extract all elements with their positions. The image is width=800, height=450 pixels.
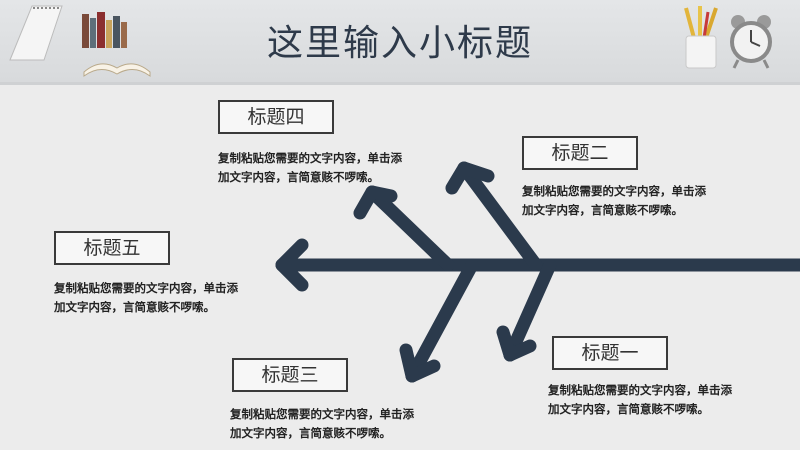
pencil-cup-icon — [684, 6, 718, 69]
description-line: 复制粘贴您需要的文字内容，单击添 — [548, 383, 732, 397]
description-topic-2: 复制粘贴您需要的文字内容，单击添 加文字内容，言简意赅不啰嗦。 — [522, 182, 706, 220]
heading-topic-1: 标题一 — [552, 336, 668, 370]
header-divider — [0, 82, 800, 85]
description-topic-4: 复制粘贴您需要的文字内容，单击添 加文字内容，言简意赅不啰嗦。 — [218, 149, 402, 187]
books-icon — [82, 12, 127, 48]
description-line: 复制粘贴您需要的文字内容，单击添 — [54, 281, 238, 295]
calendar-icon — [9, 5, 63, 61]
description-topic-1: 复制粘贴您需要的文字内容，单击添 加文字内容，言简意赅不啰嗦。 — [548, 381, 732, 419]
description-line: 复制粘贴您需要的文字内容，单击添 — [218, 151, 402, 165]
page-title: 这里输入小标题 — [266, 23, 533, 64]
branch-arrow-topic-2 — [457, 161, 543, 272]
branch-arrowhead-topic-3 — [399, 343, 441, 383]
description-line: 复制粘贴您需要的文字内容，单击添 — [522, 184, 706, 198]
description-line: 加文字内容，言简意赅不啰嗦。 — [218, 170, 379, 184]
heading-topic-3: 标题三 — [232, 358, 348, 392]
branch-arrowhead-topic-2 — [445, 161, 495, 195]
description-line: 加文字内容，言简意赅不啰嗦。 — [54, 300, 215, 314]
heading-topic-2: 标题二 — [522, 136, 638, 170]
branch-arrowhead-topic-4 — [353, 185, 398, 220]
description-line: 加文字内容，言简意赅不啰嗦。 — [522, 203, 683, 217]
branch-arrowhead-topic-1 — [496, 325, 537, 362]
spine-arrowhead — [275, 238, 309, 292]
description-line: 加文字内容，言简意赅不啰嗦。 — [548, 402, 709, 416]
heading-topic-5: 标题五 — [54, 231, 170, 265]
description-line: 加文字内容，言简意赅不啰嗦。 — [230, 426, 391, 440]
open-book-icon — [83, 63, 151, 77]
heading-topic-4: 标题四 — [218, 100, 334, 134]
description-topic-5: 复制粘贴您需要的文字内容，单击添 加文字内容，言简意赅不啰嗦。 — [54, 279, 238, 317]
branch-arrow-topic-4 — [365, 185, 455, 272]
description-topic-3: 复制粘贴您需要的文字内容，单击添 加文字内容，言简意赅不啰嗦。 — [230, 405, 414, 443]
alarm-clock-icon — [730, 15, 772, 69]
branch-arrow-topic-1 — [503, 258, 557, 362]
branch-arrow-topic-3 — [405, 258, 479, 383]
description-line: 复制粘贴您需要的文字内容，单击添 — [230, 407, 414, 421]
